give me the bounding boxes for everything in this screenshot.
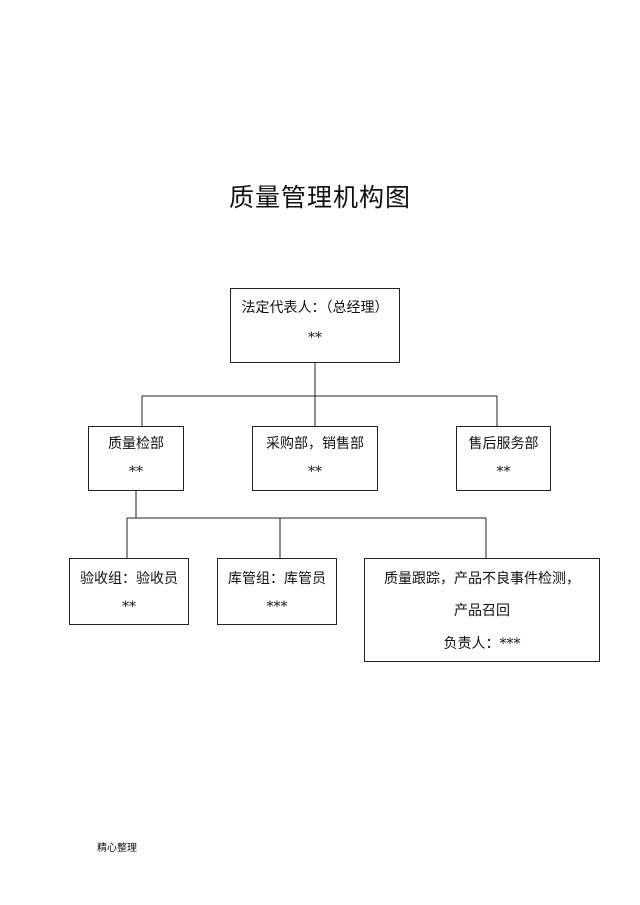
node-quality-dept-name: ** [129,464,143,480]
node-after-sales-name: ** [496,464,511,480]
node-quality-dept: 质量检部 ** [88,426,184,491]
node-purchase-sales-title: 采购部，销售部 [266,436,364,452]
node-warehouse-group-name: *** [266,599,288,615]
node-warehouse-group-title: 库管组：库管员 [228,571,326,587]
node-warehouse-group: 库管组：库管员 *** [217,558,337,625]
node-legal-representative-name: ** [308,330,322,346]
node-quality-tracking-title: 质量跟踪，产品不良事件检测， [384,571,580,587]
node-quality-tracking: 质量跟踪，产品不良事件检测， 产品召回 负责人：*** [364,558,600,662]
diagram-title: 质量管理机构图 [228,183,411,212]
node-purchase-sales-name: ** [308,464,322,480]
footer-note: 精心整理 [97,843,137,854]
node-legal-representative: 法定代表人：（总经理） ** [230,288,400,363]
node-after-sales: 售后服务部 ** [456,426,551,491]
node-inspection-group-name: ** [122,599,136,615]
node-purchase-sales: 采购部，销售部 ** [252,426,378,491]
node-after-sales-title: 售后服务部 [468,436,539,452]
node-quality-dept-title: 质量检部 [108,436,164,452]
node-inspection-group-title: 验收组：验收员 [80,571,178,587]
node-inspection-group: 验收组：验收员 ** [69,558,189,625]
node-legal-representative-title: 法定代表人：（总经理） [241,300,389,316]
node-quality-tracking-owner: 负责人：*** [443,636,521,652]
node-quality-tracking-subtitle: 产品召回 [454,603,510,619]
